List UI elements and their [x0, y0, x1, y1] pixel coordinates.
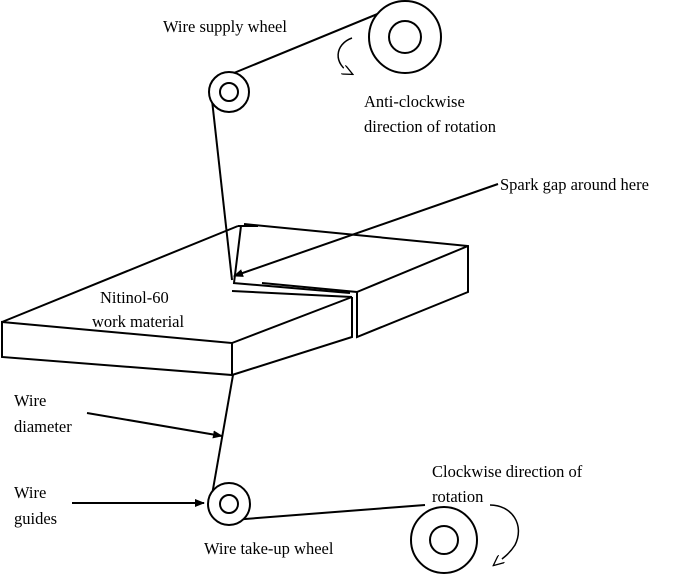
workpiece-left-top-face [1, 225, 353, 344]
wire-down-to-work [211, 99, 233, 281]
anti-clockwise-label-line2: direction of rotation [364, 117, 496, 136]
workpiece-block [0, 223, 469, 377]
workpiece-left-side-face [231, 297, 353, 376]
anti-clockwise-label-line1: Anti-clockwise [364, 92, 465, 111]
upper-wire-guide [208, 71, 250, 113]
takeup-wheel-label: Wire take-up wheel [204, 539, 334, 558]
spark-gap-arrow [233, 183, 499, 277]
lower-wire-guide [207, 482, 251, 526]
supply-wheel-label: Wire supply wheel [163, 17, 287, 36]
wire-diameter-arrow [86, 412, 223, 439]
wire-diameter-label-line1: Wire [14, 391, 46, 410]
spark-gap-label: Spark gap around here [500, 175, 649, 194]
wire-diameter-label-line2: diameter [14, 417, 72, 436]
wire-guides-label-line2: guides [14, 509, 57, 528]
workpiece-slot-edges [231, 225, 353, 298]
takeup-wheel [410, 506, 478, 574]
work-material-label-line2: work material [92, 312, 185, 331]
workpiece-right-block [243, 223, 469, 339]
supply-wheel [368, 0, 442, 74]
anti-clockwise-rotation-arrow [337, 37, 352, 74]
wire-bottom-span [231, 504, 426, 521]
clockwise-label-line2: rotation [432, 487, 483, 506]
clockwise-rotation-arrow [489, 504, 520, 565]
wire-guides-label-line1: Wire [14, 483, 46, 502]
clockwise-label-line1: Clockwise direction of [432, 462, 583, 481]
work-material-label-line1: Nitinol-60 [100, 288, 169, 307]
wire-top-span [211, 7, 393, 83]
